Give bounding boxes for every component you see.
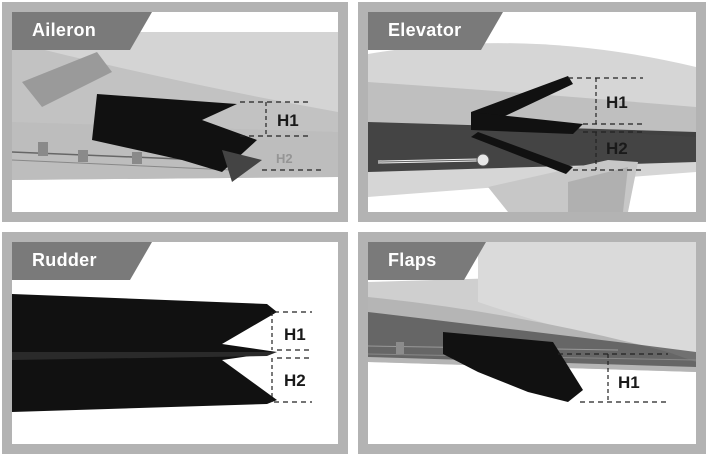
elevator-panel: H1 H2 Elevator: [358, 2, 706, 222]
flap-surface: [443, 332, 583, 402]
flaps-illustration: H1: [368, 242, 696, 444]
elevator-neutral-surface: [471, 112, 583, 134]
flaps-title: Flaps: [388, 250, 437, 270]
rudder-h2-label: H2: [284, 371, 306, 390]
rudder-h1-label: H1: [284, 325, 306, 344]
aileron-h1-label: H1: [277, 111, 299, 130]
aileron-surface: [92, 94, 257, 172]
rudder-panel: H1 H2 Rudder: [2, 232, 348, 454]
aileron-title: Aileron: [32, 20, 97, 40]
aileron-illustration: H1 H2: [12, 12, 338, 212]
elevator-h2-label: H2: [606, 139, 628, 158]
elevator-lower-surface: [471, 132, 573, 174]
elevator-h1-label: H1: [606, 93, 628, 112]
aileron-h2-label: H2: [276, 151, 293, 166]
flaps-panel: H1 Flaps: [358, 232, 706, 454]
flaps-h1-label: H1: [618, 373, 640, 392]
rudder-title: Rudder: [32, 250, 97, 270]
aileron-panel: H1 H2 Aileron: [2, 2, 348, 222]
elevator-upper-surface: [471, 76, 573, 124]
elevator-title: Elevator: [388, 20, 462, 40]
